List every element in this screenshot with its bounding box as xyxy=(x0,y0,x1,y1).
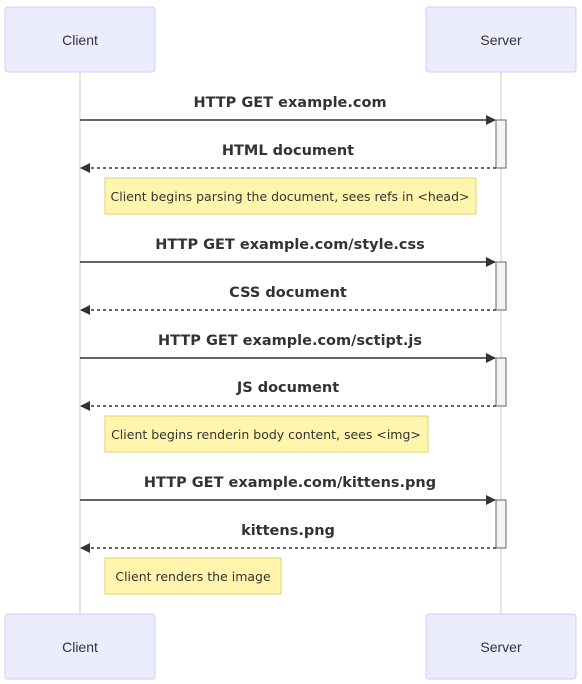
server-activation-1 xyxy=(495,119,507,169)
message-7: HTTP GET example.com/kittens.png xyxy=(80,475,496,505)
message-2: HTML document xyxy=(80,143,496,173)
note-1-text: Client begins parsing the document, sees… xyxy=(111,189,470,204)
message-4: CSS document xyxy=(80,285,496,315)
message-7-label: HTTP GET example.com/kittens.png xyxy=(144,475,436,491)
actor-server-top-label: Server xyxy=(480,32,522,48)
actor-server-top: Server xyxy=(425,6,577,73)
note-2: Client begins renderin body content, see… xyxy=(104,415,429,453)
actor-server-bottom: Server xyxy=(425,613,577,680)
note-3: Client renders the image xyxy=(104,557,282,595)
note-2-text: Client begins renderin body content, see… xyxy=(111,427,421,442)
message-4-label: CSS document xyxy=(229,285,347,301)
message-3: HTTP GET example.com/style.css xyxy=(80,237,496,267)
message-8: kittens.png xyxy=(80,523,496,553)
actor-server-bottom-label: Server xyxy=(480,639,522,655)
server-activation-2 xyxy=(495,261,507,311)
message-6-label: JS document xyxy=(236,380,339,396)
message-5-label: HTTP GET example.com/sctipt.js xyxy=(158,333,422,349)
actor-client-bottom-label: Client xyxy=(62,639,98,655)
message-8-label: kittens.png xyxy=(241,523,335,539)
actor-client-bottom: Client xyxy=(4,613,156,680)
actor-client-top-label: Client xyxy=(62,32,98,48)
message-2-label: HTML document xyxy=(222,143,354,159)
message-1-label: HTTP GET example.com xyxy=(193,95,386,111)
message-1: HTTP GET example.com xyxy=(80,95,496,125)
note-1: Client begins parsing the document, sees… xyxy=(104,177,477,215)
message-5: HTTP GET example.com/sctipt.js xyxy=(80,333,496,363)
server-activation-4 xyxy=(495,499,507,549)
message-3-label: HTTP GET example.com/style.css xyxy=(155,237,425,253)
note-3-text: Client renders the image xyxy=(115,569,271,584)
message-6: JS document xyxy=(80,380,496,411)
server-activation-3 xyxy=(495,357,507,407)
actor-client-top: Client xyxy=(4,6,156,73)
